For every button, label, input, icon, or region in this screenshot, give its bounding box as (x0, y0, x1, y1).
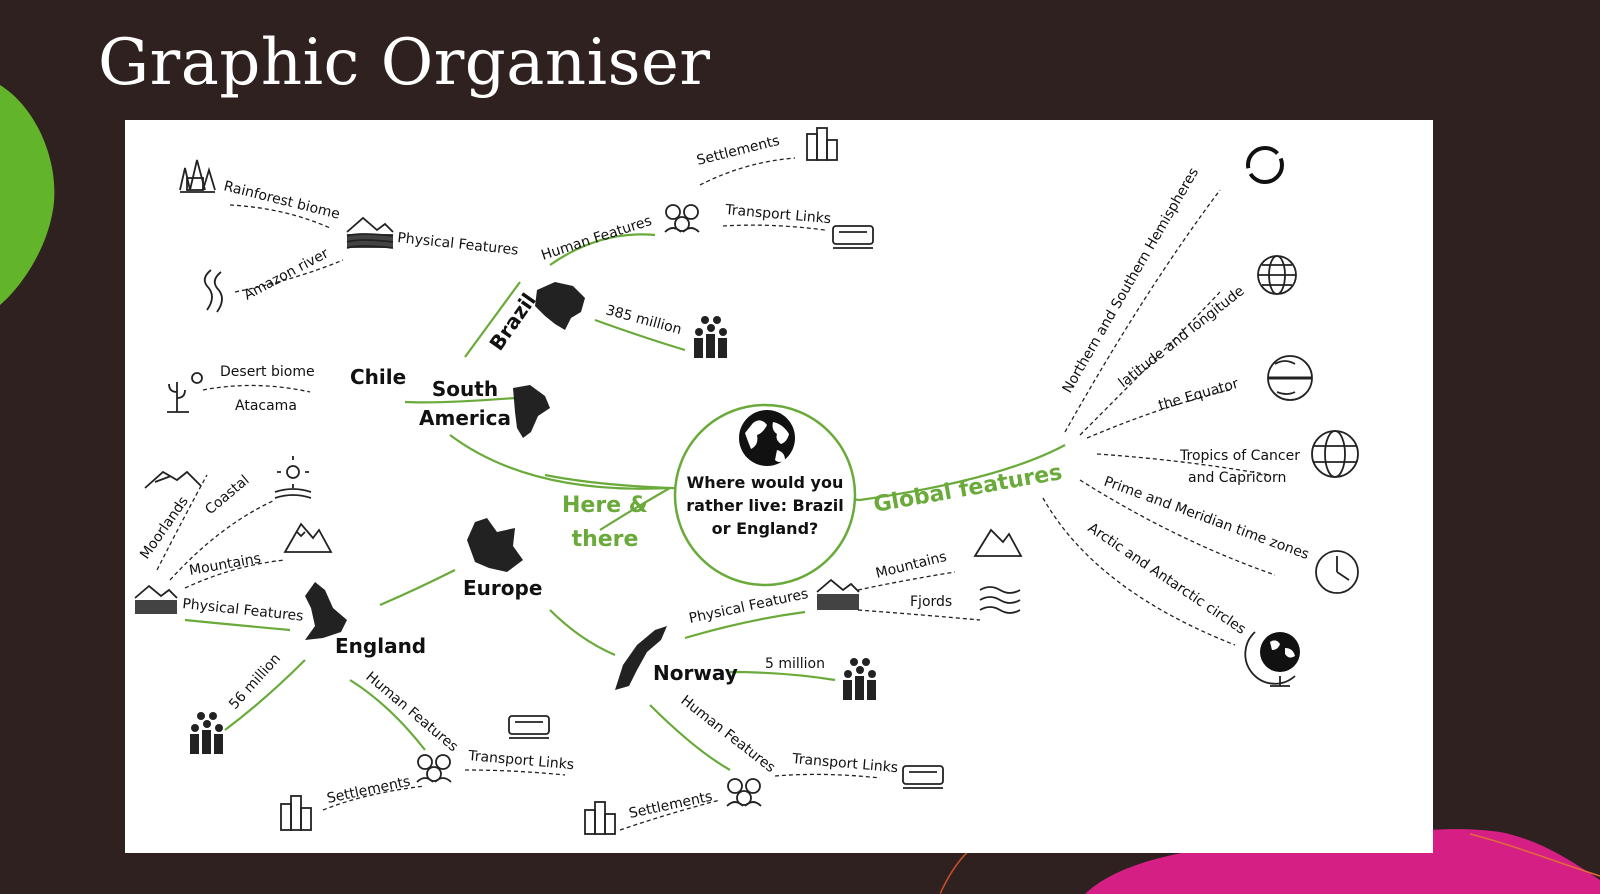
world-globe-stand-icon (1244, 631, 1300, 687)
england-people-icon (190, 712, 223, 754)
norway-population: 5 million (765, 656, 825, 672)
chile-atacama-label: Atacama (235, 398, 297, 414)
global-latitude-longitude-label: latitude and longitude (1116, 283, 1248, 391)
europe-label: Europe (463, 576, 542, 600)
center-question-line-1: Where would you (687, 473, 844, 492)
global-arctic-antarctic-label: Arctic and Antarctic circles (1085, 520, 1249, 638)
norway-fjords-label: Fjords (910, 594, 952, 610)
norway-train-icon (902, 765, 944, 789)
center-node: Where would you rather live: Brazil or E… (673, 403, 857, 587)
england-train-icon (508, 715, 550, 739)
brazil-population: 385 million (604, 302, 683, 338)
latitude-longitude-globe-icon (1257, 255, 1297, 295)
center-question-line-3: or England? (712, 519, 819, 538)
norway-settlements-label: Settlements (628, 789, 714, 822)
norway-transport-links-label: Transport Links (791, 751, 899, 776)
england-coastal-label: Coastal (202, 472, 252, 518)
england-human-features-label: Human Features (362, 669, 460, 755)
brazil-physical-features-label: Physical Features (397, 230, 520, 259)
brazil-map-icon (535, 282, 585, 330)
global-equator-label: the Equator (1157, 376, 1241, 414)
england-transport-links-label: Transport Links (467, 748, 575, 773)
south-america-map-icon (513, 385, 550, 438)
norway-buildings-icon (584, 801, 616, 835)
brazil-landscape-icon (346, 216, 394, 249)
brazil-human-features-label: Human Features (539, 213, 653, 264)
england-landscape-icon (134, 584, 178, 614)
england-moorlands-label: Moorlands (137, 494, 192, 563)
brazil-transport-links-label: Transport Links (724, 202, 832, 227)
mindmap-panel: Where would you rather live: Brazil or E… (125, 120, 1433, 853)
brazil-train-icon (832, 225, 874, 249)
globe-icon (739, 410, 795, 466)
norway-mountains-label: Mountains (874, 549, 948, 582)
tropics-globe-icon (1311, 430, 1359, 478)
fjords-icon (979, 586, 1021, 614)
england-label: England (335, 634, 426, 658)
hemispheres-icon (1246, 146, 1284, 184)
global-hemispheres-label: Northern and Southern Hemispheres (1060, 165, 1202, 396)
brazil-people-icon (694, 316, 727, 358)
brazil-settlements-label: Settlements (695, 133, 781, 169)
south-america-label-line-1: South (432, 377, 498, 401)
mindmap-diagram: Where would you rather live: Brazil or E… (134, 127, 1359, 835)
england-mountains-label: Mountains (188, 551, 262, 579)
england-map-icon (305, 582, 347, 640)
equator-globe-icon (1267, 355, 1313, 401)
england-buildings-icon (280, 795, 312, 831)
norway-human-features-label: Human Features (678, 693, 779, 776)
green-blob-decoration (0, 85, 55, 305)
global-tropics-label-line-1: Tropics of Cancer (1179, 448, 1300, 464)
dashed-connectors (156, 157, 1276, 831)
branch-here-and-there-line-1: Here & (562, 493, 648, 518)
river-icon (203, 269, 223, 313)
norway-label: Norway (653, 661, 738, 685)
england-population: 56 million (226, 651, 284, 713)
rainforest-icon (179, 159, 216, 193)
europe-map-icon (467, 518, 523, 572)
england-human-features-icon (416, 754, 452, 783)
global-tropics-label-line-2: and Capricorn (1188, 470, 1286, 486)
chile-desert-biome-label: Desert biome (220, 364, 315, 380)
brazil-human-features-icon (664, 204, 700, 233)
coastal-sun-icon (274, 456, 312, 499)
desert-icon (167, 372, 203, 413)
england-mountains-icon (283, 522, 333, 553)
england-settlements-label: Settlements (326, 774, 412, 807)
moorland-icon (144, 470, 202, 489)
brazil-label: Brazil (484, 289, 540, 355)
brazil-amazon-river-label: Amazon river (241, 245, 331, 303)
brazil-buildings-icon (806, 127, 838, 161)
south-america-label-line-2: America (419, 406, 511, 430)
time-zones-clock-icon (1315, 550, 1359, 594)
norway-people-icon (843, 658, 876, 700)
brazil-rainforest-label: Rainforest biome (222, 178, 341, 222)
branch-here-and-there-line-2: there (572, 527, 639, 552)
norway-mountains-icon (973, 528, 1023, 557)
norway-landscape-icon (816, 578, 860, 610)
norway-map-icon (615, 626, 667, 690)
center-question-line-2: rather live: Brazil (686, 496, 843, 515)
page-title: Graphic Organiser (98, 26, 711, 100)
norway-human-features-icon (726, 778, 762, 807)
chile-label: Chile (350, 365, 406, 389)
branch-global-features: Global features (872, 460, 1064, 518)
